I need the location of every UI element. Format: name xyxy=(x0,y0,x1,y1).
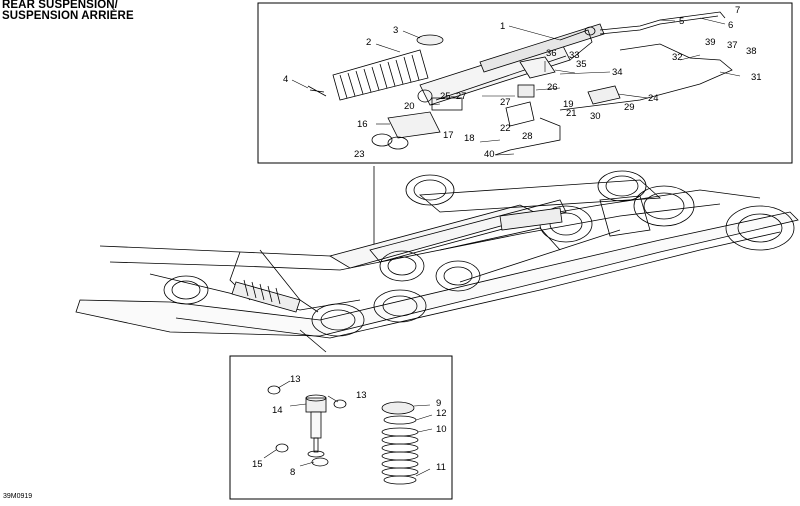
reservoir-assembly xyxy=(505,56,621,127)
diagram-title: REAR SUSPENSION/ SUSPENSION ARRIÈRE xyxy=(2,0,134,22)
callout-1: 1 xyxy=(500,21,505,32)
callout-37: 37 xyxy=(727,40,738,51)
callout-4: 4 xyxy=(283,74,288,85)
callout-32: 32 xyxy=(672,52,683,63)
small-washer xyxy=(307,85,327,97)
callout-26: 26 xyxy=(547,82,558,93)
lower-detail-frame xyxy=(229,355,453,500)
callout-36: 36 xyxy=(546,48,557,59)
callout-31: 31 xyxy=(751,72,762,83)
callout-2: 2 xyxy=(366,37,371,48)
callout-40: 40 xyxy=(484,149,495,160)
callout-15: 15 xyxy=(252,459,263,470)
leader-lines-upper xyxy=(291,17,741,156)
callout-21: 21 xyxy=(566,108,577,119)
upper-detail-frame xyxy=(257,2,793,164)
callout-20: 20 xyxy=(404,101,415,112)
bellows-boot xyxy=(332,49,429,101)
label-card xyxy=(431,97,463,111)
rear-shock-mounted xyxy=(231,207,563,313)
callout-29: 29 xyxy=(624,102,635,113)
callout-7: 7 xyxy=(735,5,740,16)
coil-spring xyxy=(381,401,419,485)
suspension-frame xyxy=(75,179,799,339)
callout-10: 10 xyxy=(436,424,447,435)
callout-13-left: 13 xyxy=(290,374,301,385)
callout-38: 38 xyxy=(746,46,757,57)
callout-5: 5 xyxy=(679,16,684,27)
callout-30: 30 xyxy=(590,111,601,122)
callout-33: 33 xyxy=(569,50,580,61)
callout-39: 39 xyxy=(705,37,716,48)
leader-lines-lower xyxy=(263,380,433,477)
callout-8: 8 xyxy=(290,467,295,478)
callout-labels: 1 2 3 4 5 6 7 39 37 38 32 31 36 33 35 34… xyxy=(252,5,762,478)
callout-3: 3 xyxy=(393,25,398,36)
ring-part xyxy=(416,34,444,46)
adapter-block xyxy=(371,111,441,150)
callout-11: 11 xyxy=(436,462,446,473)
callout-27: 27 xyxy=(500,97,511,108)
callout-9: 9 xyxy=(436,398,441,409)
callout-12: 12 xyxy=(436,408,447,419)
callout-14: 14 xyxy=(272,405,283,416)
callout-6: 6 xyxy=(728,20,733,31)
lower-bushings xyxy=(267,385,347,467)
callout-22: 22 xyxy=(500,123,511,134)
callout-13-right: 13 xyxy=(356,390,367,401)
callout-35: 35 xyxy=(576,59,587,70)
idler-wheels xyxy=(163,170,795,337)
callout-17: 17 xyxy=(443,130,454,141)
callout-19: 19 xyxy=(563,99,574,110)
callout-16: 16 xyxy=(357,119,368,130)
callout-18: 18 xyxy=(464,133,475,144)
title-line-fr: SUSPENSION ARRIÈRE xyxy=(2,10,134,22)
pointer-to-lower xyxy=(299,329,327,353)
callout-23: 23 xyxy=(354,149,365,160)
callout-24: 24 xyxy=(648,93,659,104)
diagram-code: 39M0919 xyxy=(3,493,33,500)
title-line-en: REAR SUSPENSION/ xyxy=(2,0,118,11)
lower-shock-absorber xyxy=(305,394,327,458)
callout-25-27: 25–27 xyxy=(440,91,466,102)
callout-34: 34 xyxy=(612,67,623,78)
callout-28: 28 xyxy=(522,131,533,142)
